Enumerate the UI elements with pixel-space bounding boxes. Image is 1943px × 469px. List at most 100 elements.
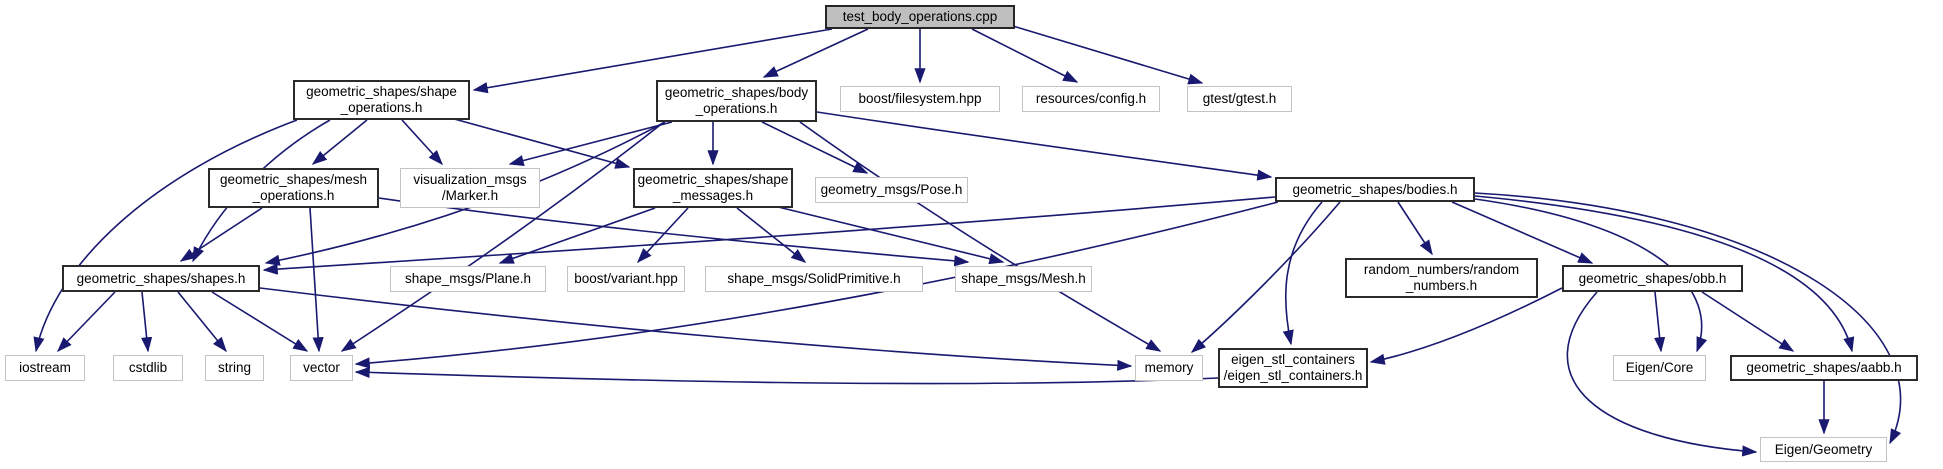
node-label: random_numbers/random [1363, 262, 1520, 277]
edge-shapes-h-to-cstdlib [141, 291, 153, 353]
edge-shapes-h-to-string [177, 291, 227, 353]
node-label: geometric_shapes/aabb.h [1746, 360, 1902, 375]
node-cstdlib: cstdlib [113, 355, 183, 381]
edge-shapes-h-to-vector [211, 291, 309, 352]
edge-body-operations-h-to-memory [799, 121, 1162, 352]
edge-bodies-h-to-eigen-stl-containers-h [1282, 201, 1323, 346]
node-label: resources/config.h [1035, 91, 1147, 106]
node-label: eigen_stl_containers [1231, 352, 1355, 367]
edge-shape-operations-h-to-iostream [33, 119, 298, 353]
edge-obb-h-to-eigen-stl-containers-h [1369, 287, 1563, 365]
node-label: _operations.h [340, 100, 423, 115]
node-label: geometry_msgs/Pose.h [820, 182, 963, 197]
node-eigen-stl-containers-h[interactable]: eigen_stl_containers/eigen_stl_container… [1218, 348, 1368, 388]
edge-bodies-h-to-obb-h [1451, 201, 1594, 264]
node-label: _numbers.h [1405, 278, 1478, 293]
edge-eigen-stl-containers-h-to-vector [354, 366, 1219, 385]
node-label: iostream [19, 360, 71, 375]
node-vector: vector [290, 355, 353, 381]
node-label: geometric_shapes/shape [637, 172, 789, 187]
node-boost-variant-hpp: boost/variant.hpp [567, 266, 685, 292]
node-label: visualization_msgs [413, 172, 527, 187]
node-label: _operations.h [695, 101, 778, 116]
node-label: _messages.h [672, 188, 754, 203]
edge-shape-operations-h-to-visualization-msgs-marker-h [401, 119, 443, 166]
node-label: memory [1144, 360, 1194, 375]
node-shape-msgs-plane-h: shape_msgs/Plane.h [390, 266, 546, 292]
node-label: Eigen/Core [1625, 360, 1694, 375]
node-memory: memory [1135, 355, 1203, 381]
node-iostream: iostream [5, 355, 85, 381]
edge-test-body-operations-cpp-to-body-operations-h [762, 28, 869, 78]
node-label: test_body_operations.cpp [842, 9, 998, 24]
edge-bodies-h-to-shapes-h [262, 196, 1276, 275]
node-label: /eigen_stl_containers.h [1223, 368, 1363, 383]
node-body-operations-h[interactable]: geometric_shapes/body_operations.h [656, 80, 817, 122]
node-shape-messages-h[interactable]: geometric_shapes/shape_messages.h [633, 168, 793, 208]
edge-test-body-operations-cpp-to-resources-config-h [971, 28, 1079, 83]
node-visualization-msgs-marker-h: visualization_msgs/Marker.h [400, 168, 540, 208]
node-label: _operations.h [252, 188, 335, 203]
edge-shape-messages-h-to-boost-variant-hpp [637, 207, 689, 264]
node-label: geometric_shapes/body [664, 85, 809, 100]
node-label: cstdlib [128, 360, 168, 375]
node-label: geometric_shapes/shape [306, 84, 457, 99]
edge-body-operations-h-to-visualization-msgs-marker-h [508, 121, 673, 166]
node-mesh-operations-h[interactable]: geometric_shapes/mesh_operations.h [208, 168, 379, 208]
edge-shape-messages-h-to-shape-msgs-mesh-h [769, 204, 1005, 265]
node-label: geometric_shapes/shapes.h [76, 270, 246, 286]
node-label: shape_msgs/Plane.h [404, 271, 532, 286]
edge-bodies-h-to-vector [354, 201, 1279, 369]
edge-shape-operations-h-to-mesh-operations-h [311, 119, 368, 165]
node-label: geometric_shapes/obb.h [1578, 270, 1727, 286]
edge-obb-h-to-aabb-h [1701, 291, 1795, 352]
edge-obb-h-to-eigen-core [1654, 291, 1666, 353]
node-obb-h[interactable]: geometric_shapes/obb.h [1562, 265, 1743, 292]
node-label: geometric_shapes/mesh [219, 172, 368, 187]
edge-body-operations-h-to-geometry-msgs-pose-h [761, 121, 869, 174]
node-eigen-core: Eigen/Core [1613, 355, 1706, 381]
node-label: shape_msgs/SolidPrimitive.h [727, 271, 901, 286]
edge-bodies-h-to-aabb-h [1474, 195, 1855, 353]
node-eigen-geometry: Eigen/Geometry [1760, 437, 1887, 462]
edge-bodies-h-to-random-numbers-h [1397, 201, 1433, 256]
node-geometry-msgs-pose-h: geometry_msgs/Pose.h [815, 177, 968, 203]
node-label: /Marker.h [441, 188, 499, 203]
edge-mesh-operations-h-to-shape-msgs-mesh-h [378, 197, 970, 267]
node-test-body-operations-cpp[interactable]: test_body_operations.cpp [825, 5, 1015, 29]
node-label: shape_msgs/Mesh.h [961, 271, 1086, 286]
node-label: gtest/gtest.h [1202, 91, 1277, 106]
edge-shapes-h-to-memory [259, 287, 1133, 371]
edge-bodies-h-to-eigen-geometry [1474, 192, 1902, 445]
node-bodies-h[interactable]: geometric_shapes/bodies.h [1275, 177, 1475, 202]
edge-mesh-operations-h-to-shapes-h [179, 207, 263, 262]
node-label: boost/filesystem.hpp [858, 91, 982, 106]
edge-test-body-operations-cpp-to-gtest-gtest-h [1012, 25, 1204, 85]
node-label: Eigen/Geometry [1774, 441, 1873, 457]
edge-bodies-h-to-memory [1190, 201, 1341, 353]
node-label: boost/variant.hpp [574, 271, 678, 286]
node-shape-operations-h[interactable]: geometric_shapes/shape_operations.h [293, 80, 470, 120]
node-resources-config-h: resources/config.h [1022, 86, 1160, 112]
edge-shape-messages-h-to-shape-msgs-plane-h [498, 207, 656, 264]
edge-shapes-h-to-iostream [56, 291, 116, 353]
node-shape-msgs-solidprimitive-h: shape_msgs/SolidPrimitive.h [705, 266, 923, 292]
node-gtest-gtest-h: gtest/gtest.h [1187, 86, 1292, 112]
edge-test-body-operations-cpp-to-shape-operations-h [472, 28, 833, 94]
edge-bodies-h-to-eigen-core [1474, 198, 1708, 353]
edge-mesh-operations-h-to-vector [309, 207, 324, 353]
edge-body-operations-h-to-vector [340, 121, 665, 352]
node-random-numbers-h[interactable]: random_numbers/random_numbers.h [1345, 258, 1538, 298]
edge-body-operations-h-to-bodies-h [816, 111, 1273, 181]
node-aabb-h[interactable]: geometric_shapes/aabb.h [1730, 355, 1918, 381]
node-label: vector [303, 360, 340, 375]
edge-shape-operations-h-to-shape-messages-h [446, 116, 631, 169]
node-label: string [217, 360, 251, 375]
edge-shape-messages-h-to-shape-msgs-solidprimitive-h [736, 207, 807, 263]
node-shape-msgs-mesh-h: shape_msgs/Mesh.h [955, 266, 1092, 292]
node-string: string [205, 355, 264, 381]
node-shapes-h[interactable]: geometric_shapes/shapes.h [62, 265, 260, 292]
edge-obb-h-to-eigen-geometry [1566, 291, 1758, 457]
